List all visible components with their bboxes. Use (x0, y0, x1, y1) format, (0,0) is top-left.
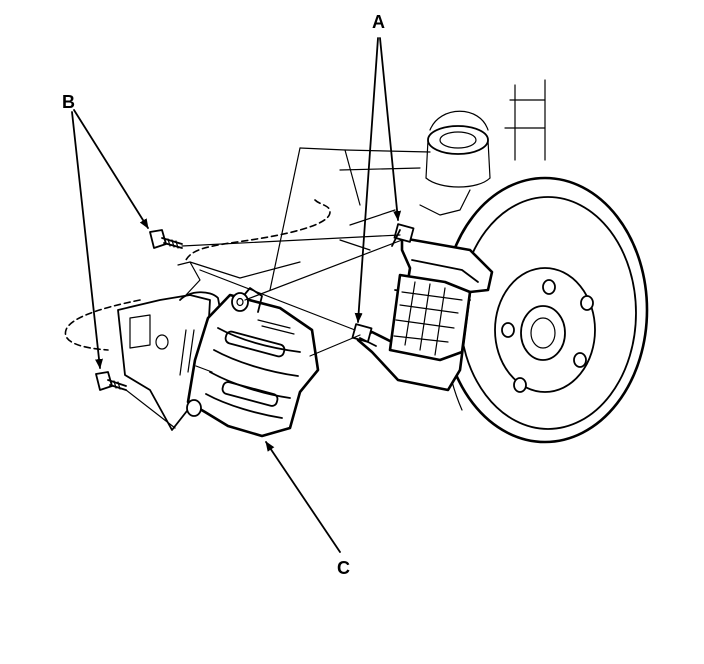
brake-disc (441, 176, 649, 444)
caliper-bolt-upper (149, 229, 183, 249)
arrow-b-upper (73, 109, 149, 229)
caliper-bolt-lower (95, 371, 127, 391)
callout-label-b: B (62, 92, 75, 112)
arrow-a-upper (379, 37, 402, 221)
alignment-lines (125, 234, 403, 429)
callout-label-c: C (337, 558, 350, 578)
caliper-bracket (351, 223, 494, 392)
strut-assembly (269, 79, 546, 291)
arrow-c (265, 441, 341, 553)
guide-pin-lower (351, 323, 377, 347)
arrow-b-lower (71, 111, 103, 369)
callout-label-a: A (372, 12, 385, 32)
callout-arrows (71, 37, 402, 553)
caliper-body (117, 261, 320, 438)
wheel-studs (501, 279, 594, 393)
arrow-a-lower (354, 37, 379, 323)
brake-pad (388, 273, 472, 362)
brake-hose (64, 199, 331, 351)
